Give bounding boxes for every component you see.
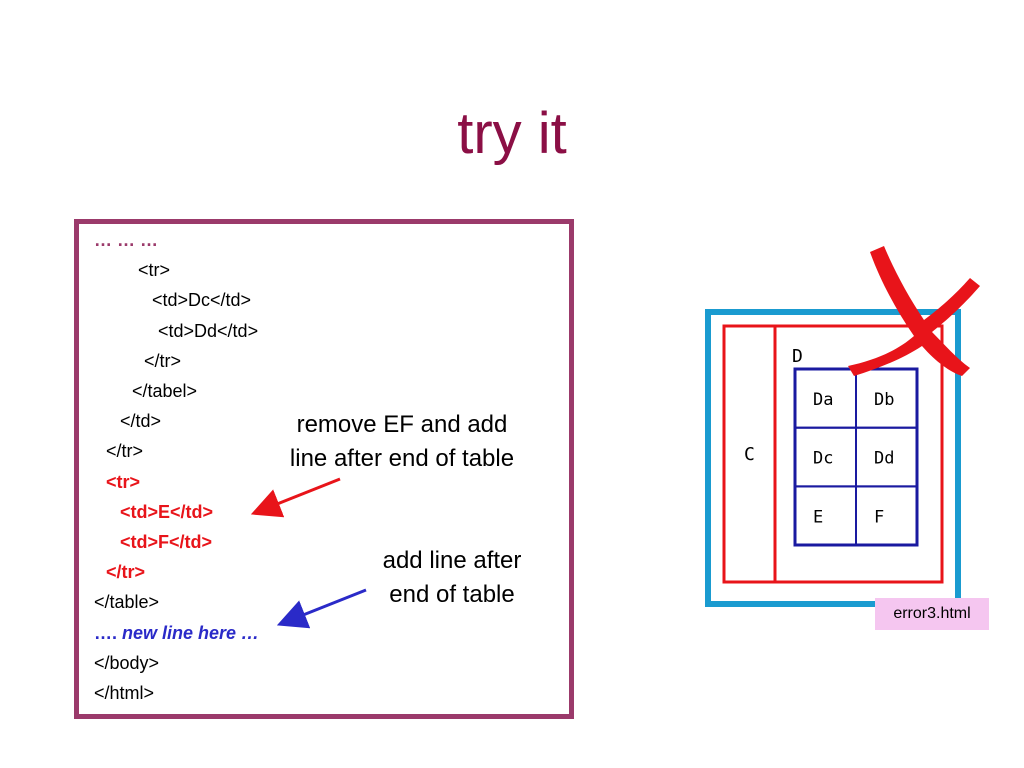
- nested-cell: [794, 485, 857, 547]
- cell-label-c: C: [744, 444, 755, 465]
- callout-remove-ef: remove EF and add line after end of tabl…: [262, 408, 542, 476]
- nested-cell-label: Da: [813, 390, 833, 410]
- code-line: </tr>: [106, 441, 144, 462]
- code-line: <td>F</td>: [120, 532, 213, 552]
- nested-cell-label: Db: [874, 390, 894, 410]
- code-line: </td>: [120, 411, 162, 432]
- code-line: <td>Dc</td>: [152, 290, 252, 311]
- code-line: </body>: [94, 652, 160, 673]
- code-line: </tr>: [144, 350, 182, 371]
- callout-remove-line-1: remove EF and add: [296, 411, 508, 438]
- code-line: <tr>: [106, 471, 141, 492]
- code-line: </tr>: [106, 562, 146, 583]
- code-snippet-box: [74, 219, 574, 719]
- code-line: </table>: [94, 592, 160, 613]
- code-line: </html>: [94, 683, 155, 703]
- callout-add-line: add line after end of table: [352, 544, 552, 612]
- cell-label-d: D: [792, 346, 803, 367]
- callout-add-line-2: end of table: [389, 581, 515, 608]
- filename-label: error3.html: [875, 598, 989, 630]
- code-line: <td>Dd</td>: [158, 320, 259, 341]
- nested-cell-label: Dc: [813, 449, 833, 469]
- callout-add-line-1: add line after: [382, 547, 522, 574]
- code-line: <td>E</td>: [120, 501, 214, 522]
- slide-title: try it: [457, 101, 567, 166]
- code-line: …. new line here …: [94, 622, 260, 643]
- nested-cell: [855, 485, 918, 547]
- callout-remove-line-2: line after end of table: [289, 445, 515, 472]
- code-line: </tabel>: [132, 381, 198, 401]
- inner-red-table-border: [722, 324, 944, 584]
- x-mark-icon: [848, 246, 980, 376]
- nested-cell-label: F: [874, 507, 884, 527]
- code-line: <tr>: [138, 260, 171, 281]
- nested-cell-label: Dd: [874, 449, 894, 469]
- code-line: … … …: [94, 230, 159, 250]
- outer-table-border: [705, 309, 961, 607]
- nested-cell-label: E: [813, 507, 823, 527]
